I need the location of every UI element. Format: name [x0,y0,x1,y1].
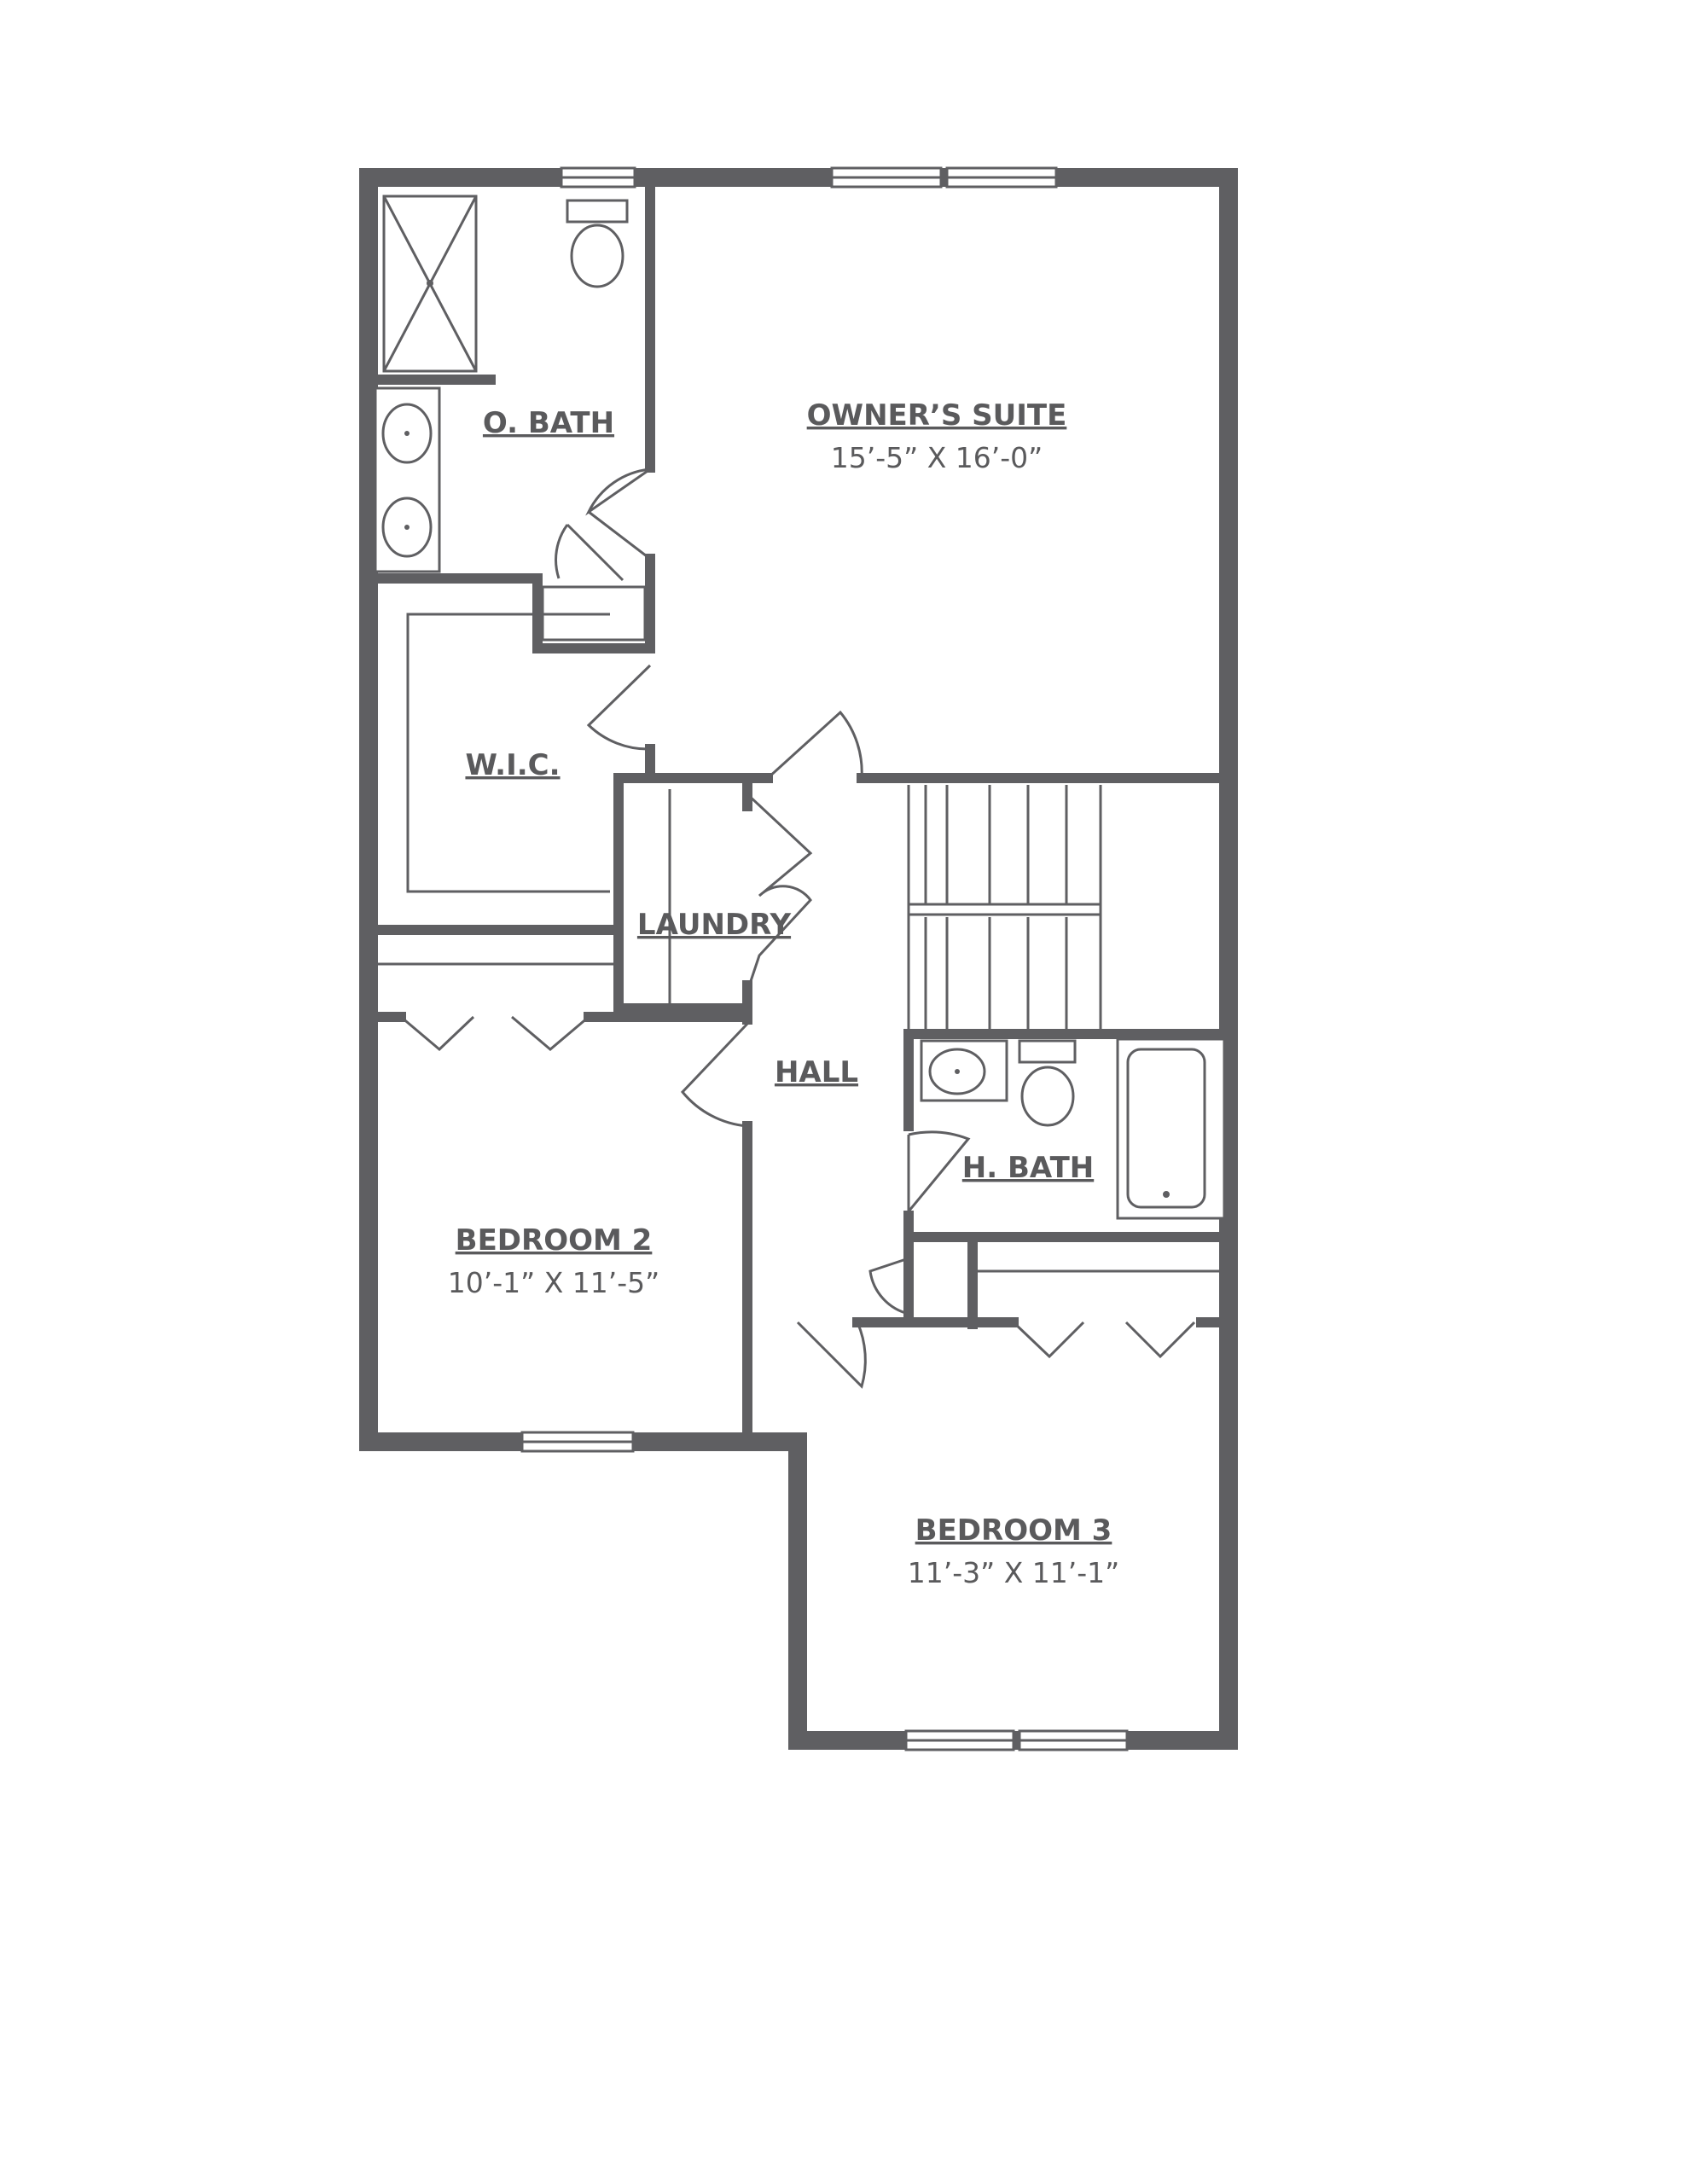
exterior-wall [359,168,1238,1750]
bedroom-2-label: BEDROOM 2 [456,1223,653,1258]
bedroom-2-dims: 10’-1” X 11’-5” [448,1266,660,1299]
o-bath-fixtures [370,195,629,573]
owners-suite-label: OWNER’S SUITE [807,398,1067,433]
owners-suite-dims: 15’-5” X 16’-0” [831,441,1043,474]
bedroom-3-label: BEDROOM 3 [915,1513,1112,1548]
hall-label: HALL [775,1055,858,1089]
h-bath-label: H. BATH [962,1151,1094,1185]
stairs [907,785,1102,1032]
laundry-label: LAUNDRY [637,908,792,942]
closet-shelves [369,613,1229,1273]
interior-walls [363,172,1234,1447]
h-bath-fixtures [920,1037,1226,1220]
o-bath-label: O. BATH [483,406,614,440]
wic-label: W.I.C. [465,748,560,782]
bedroom-3-dims: 11’-3” X 11’-1” [908,1556,1120,1589]
windows [520,166,1129,1751]
